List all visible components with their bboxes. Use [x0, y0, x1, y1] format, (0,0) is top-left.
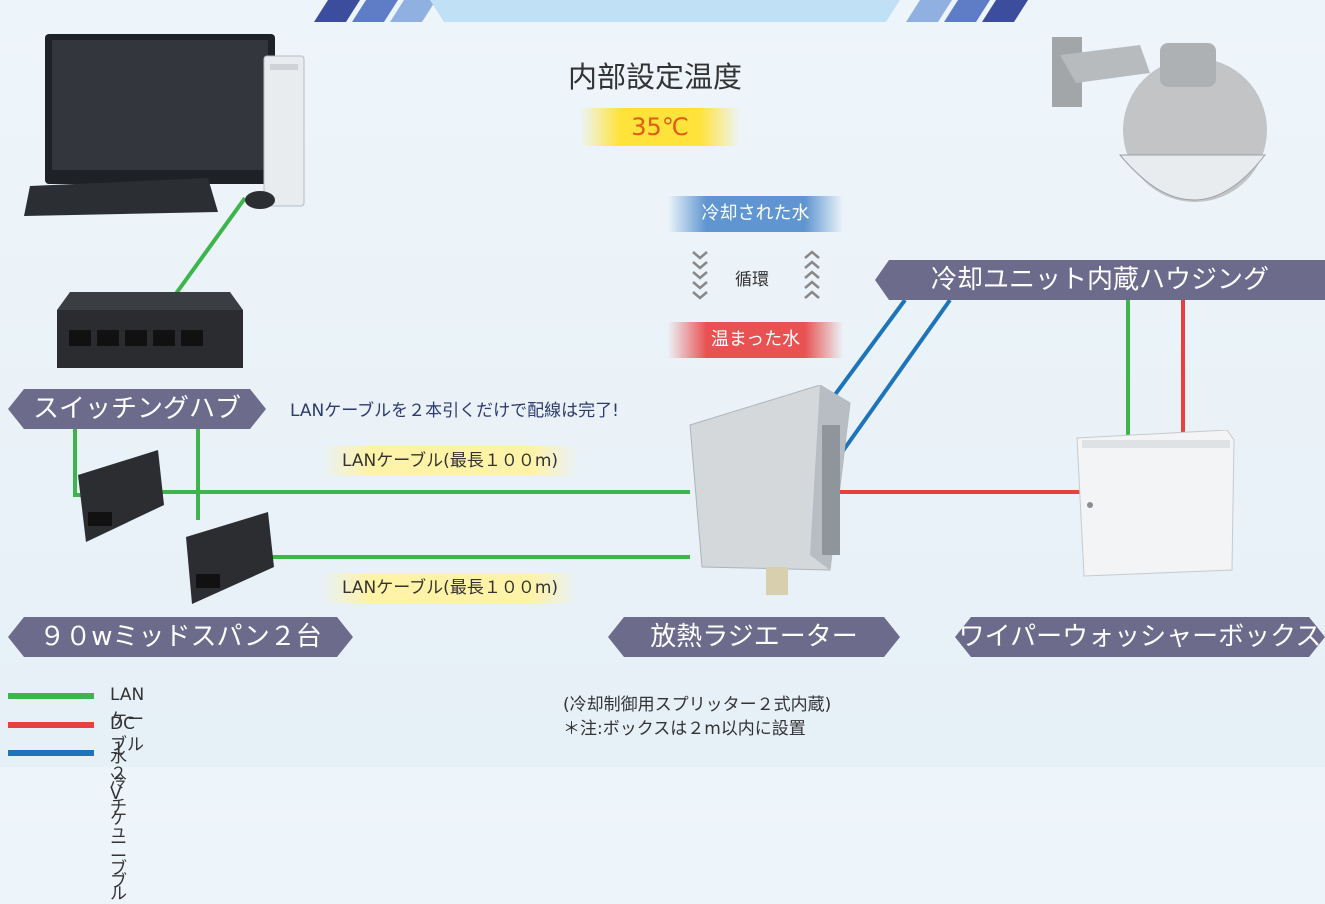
- cable-note: LANケーブルを２本引くだけで配線は完了!: [290, 401, 620, 421]
- down-chevrons-icon: [690, 248, 710, 306]
- camera-illustration: [1040, 25, 1270, 249]
- keyboard-icon: [24, 178, 218, 216]
- water-tube-2: [838, 298, 952, 457]
- lan-cable-tag-1: LANケーブル(最長１００m): [322, 446, 579, 476]
- cooled-water-badge: 冷却された水: [668, 196, 843, 232]
- lan-pc-to-hub: [173, 196, 247, 297]
- switching-hub-banner: スイッチングハブ: [8, 389, 266, 429]
- pc-illustration: [20, 28, 340, 222]
- legend-water-swatch: [8, 750, 94, 756]
- header-decoration: [300, 0, 1030, 22]
- up-chevrons-icon: [802, 248, 822, 306]
- wiper-box-illustration: [1072, 429, 1242, 584]
- mouse-icon: [245, 191, 275, 209]
- radiator-banner: 放熱ラジエーター: [608, 617, 900, 657]
- midspan-banner: ９０wミッドスパン２台: [8, 617, 353, 657]
- radiator-illustration: [680, 384, 860, 604]
- installation-note: ＊注:ボックスは２m以内に設置: [563, 719, 806, 739]
- housing-banner: 冷却ユニット内蔵ハウジング: [875, 260, 1325, 300]
- temperature-value-badge: 35℃: [580, 108, 740, 146]
- legend-lan-swatch: [8, 693, 94, 699]
- pc-tower-icon: [263, 55, 305, 207]
- warmed-water-badge: 温まった水: [668, 322, 843, 358]
- dc-cables: [835, 298, 1185, 494]
- splitter-note: (冷却制御用スプリッター２式内蔵): [563, 695, 832, 715]
- temperature-label: 内部設定温度: [568, 60, 743, 94]
- legend-lan-label: LANケーブル: [110, 685, 145, 755]
- midspan-2-illustration: [178, 512, 278, 611]
- lan-cable-tag-2: LANケーブル(最長１００m): [322, 573, 579, 603]
- legend-dc-swatch: [8, 722, 94, 728]
- midspan-1-illustration: [68, 450, 168, 549]
- switching-hub-illustration: [55, 292, 245, 386]
- legend-water-label: 水冷チューブ: [110, 747, 127, 892]
- wiper-box-banner: ワイパーウォッシャーボックス: [955, 617, 1325, 657]
- temperature-value: 35℃: [631, 113, 689, 141]
- circulation-label: 循環: [735, 270, 769, 290]
